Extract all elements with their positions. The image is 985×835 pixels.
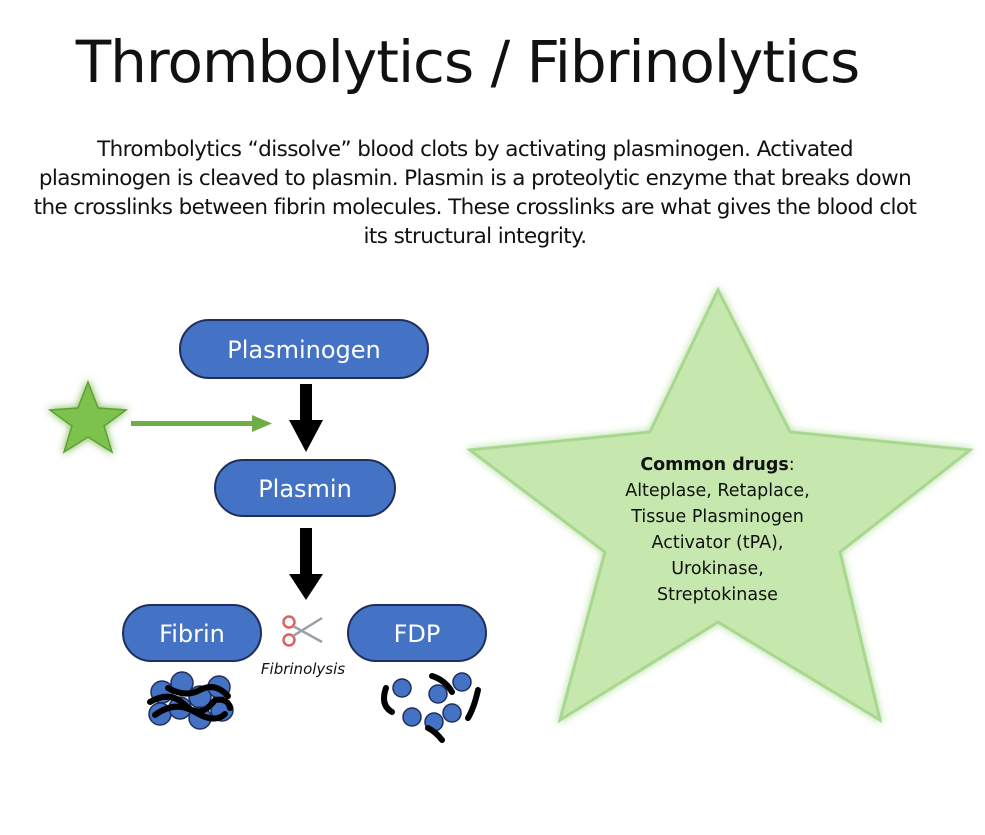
activator-arrow-icon <box>131 415 272 432</box>
drug-line: Activator (tPA), <box>651 533 784 553</box>
fibrin-clot-icon <box>147 671 234 730</box>
page-title: Thrombolytics / Fibrinolytics <box>75 28 861 96</box>
fibrinolysis-label: Fibrinolysis <box>261 660 345 678</box>
drugs-heading-colon: : <box>788 455 795 475</box>
drug-line: Tissue Plasminogen <box>631 507 804 527</box>
node-plasmin-label: Plasmin <box>258 475 352 503</box>
node-fdp: FDP <box>347 604 487 662</box>
node-fibrin: Fibrin <box>122 604 262 662</box>
arrow-down-icon <box>289 528 323 600</box>
common-drugs-text: Common drugs: Alteplase, Retaplace, Tiss… <box>575 452 860 608</box>
star-icon <box>47 379 129 454</box>
drugs-heading-label: Common drugs <box>640 455 789 475</box>
node-fdp-label: FDP <box>394 620 441 648</box>
node-plasmin: Plasmin <box>214 459 396 517</box>
drugs-heading: Common drugs: <box>575 452 860 478</box>
description-paragraph: Thrombolytics “dissolve” blood clots by … <box>33 137 917 249</box>
arrow-down-icon <box>289 384 323 452</box>
fdp-fragments-icon <box>381 672 481 743</box>
drugs-star-shape <box>466 286 974 724</box>
node-plasminogen: Plasminogen <box>179 319 429 379</box>
drug-line: Streptokinase <box>657 585 778 605</box>
node-plasminogen-label: Plasminogen <box>227 336 381 364</box>
scissors-icon <box>282 615 323 647</box>
drug-line: Urokinase, <box>671 559 764 579</box>
node-fibrin-label: Fibrin <box>159 620 225 648</box>
drug-line: Alteplase, Retaplace, <box>625 481 810 501</box>
